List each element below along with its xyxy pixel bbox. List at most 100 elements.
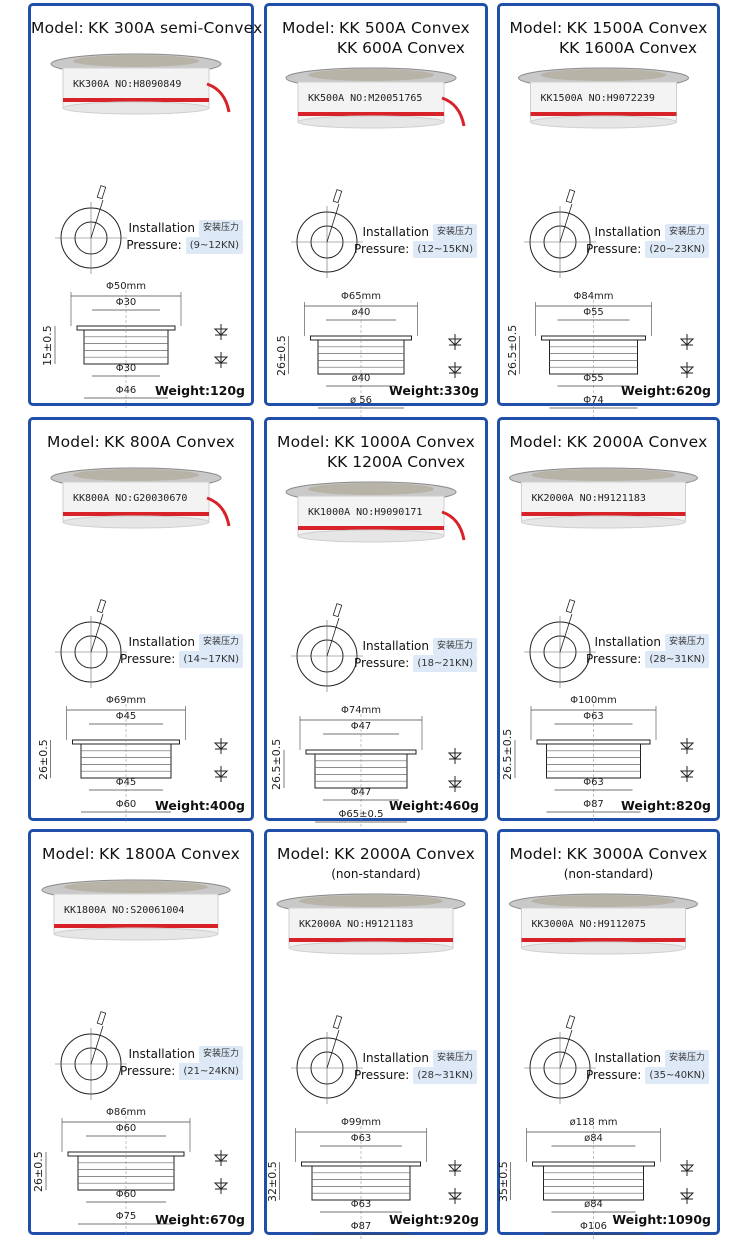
dimension-top-diameter: Φ45: [115, 711, 137, 722]
device-photo: KK2000A NO:H9121183: [509, 467, 698, 529]
weight-value: Weight:820g: [621, 798, 711, 813]
model-label: Model:: [509, 845, 563, 863]
device-photo: KK3000A NO:H9112075: [509, 893, 698, 955]
model-label: Model:: [42, 845, 95, 863]
weight-value: Weight:400g: [155, 798, 245, 813]
installation-label: Installation: [362, 1051, 429, 1065]
pressure-label: Pressure:: [120, 652, 176, 666]
installation-label: Installation: [362, 225, 429, 239]
dimension-height: 26.5±0.5: [501, 728, 514, 780]
device-photo: KK500A NO:M20051765: [285, 67, 466, 129]
model-title: Model:KK 1000A Convex: [267, 432, 485, 452]
model-name-alt: KK 600A Convex: [336, 39, 465, 57]
pressure-value: (12~15KN): [413, 241, 477, 258]
dimension-bottom-diameter: Φ30: [115, 363, 137, 374]
model-name-alt: KK 1200A Convex: [327, 453, 465, 471]
pressure-value: (9~12KN): [185, 237, 243, 254]
dimension-drawing: [45, 1116, 229, 1234]
thyristor-symbol-icon: [213, 1178, 229, 1194]
dimension-outer-diameter: Φ50mm: [105, 281, 147, 292]
device-photo: KK2000A NO:H9121183: [276, 893, 466, 955]
installation-label-cn: 安装压力: [432, 638, 477, 655]
dimension-drawing: [279, 1126, 463, 1239]
thyristor-symbol-icon: [213, 766, 229, 782]
thyristor-symbol-icon: [447, 362, 463, 378]
device-marking: KK300A NO:H8090849: [73, 79, 181, 90]
model-label: Model:: [277, 433, 330, 451]
model-title: Model:KK 500A Convex: [267, 18, 485, 38]
weight-value: Weight:620g: [621, 383, 711, 398]
pressure-label: Pressure:: [120, 1064, 176, 1078]
dimension-base-diameter: Φ106: [580, 1221, 607, 1232]
model-name: KK 2000A Convex: [333, 845, 475, 863]
model-title: Model:KK 2000A Convex: [267, 844, 485, 864]
device-marking: KK3000A NO:H9112075: [532, 919, 646, 930]
dimension-outer-diameter: Φ84mm: [573, 291, 614, 302]
pressure-label: Pressure:: [354, 1068, 410, 1082]
model-title: Model:KK 1500A Convex: [500, 18, 717, 38]
mounting-circle-diagram: [291, 1015, 363, 1104]
dimension-drawing: [288, 300, 463, 418]
pressure-value: (21~24KN): [179, 1063, 243, 1080]
weight-value: Weight:460g: [389, 798, 479, 813]
installation-label: Installation: [128, 635, 195, 649]
device-drawing: KK300A NO:H8090849: [50, 53, 231, 408]
device-drawing: KK2000A NO:H9121183: [276, 893, 466, 1239]
thyristor-symbol-icon: [679, 738, 695, 754]
thyristor-symbol-icon: [447, 1160, 463, 1176]
model-name: KK 800A Convex: [104, 433, 235, 451]
model-label: Model:: [47, 433, 101, 451]
device-drawing: KK1500A NO:H9072239: [518, 67, 695, 418]
dimension-height: 35±0.5: [496, 1161, 510, 1202]
model-name: KK 2000A Convex: [566, 433, 708, 451]
dimension-top-diameter: ø40: [351, 307, 371, 318]
dimension-outer-diameter: Φ86mm: [105, 1107, 147, 1118]
installation-label-cn: 安装压力: [198, 220, 243, 237]
dimension-top-diameter: Φ63: [583, 711, 604, 722]
device-drawing: KK500A NO:M20051765: [285, 67, 466, 418]
dimension-bottom-diameter: Φ63: [350, 1199, 372, 1210]
dimension-bottom-diameter: Φ45: [115, 777, 137, 788]
model-label: Model:: [282, 19, 336, 37]
dimension-drawing: [50, 704, 229, 822]
dimension-bottom-diameter: ø40: [351, 373, 371, 384]
pressure-label: Pressure:: [586, 652, 642, 666]
pressure-value: (28~31KN): [645, 651, 709, 668]
dimension-drawing: [510, 1126, 695, 1239]
thyristor-symbol-icon: [679, 1188, 695, 1204]
installation-label-cn: 安装压力: [198, 634, 243, 651]
thyristor-symbol-icon: [213, 1150, 229, 1166]
installation-label: Installation: [594, 225, 661, 239]
pressure-value: (35~40KN): [645, 1067, 709, 1084]
weight-value: Weight:120g: [155, 383, 245, 398]
dimension-bottom-diameter: Φ55: [583, 373, 604, 384]
installation-label: Installation: [594, 635, 661, 649]
dimension-height: 26.5±0.5: [270, 738, 283, 790]
installation-label: Installation: [362, 639, 429, 653]
mounting-circle-diagram: [524, 189, 596, 278]
dimension-bottom-diameter: Φ63: [583, 777, 604, 788]
device-drawing: KK1800A NO:S20061004: [41, 879, 231, 1234]
mounting-circle-diagram: [55, 599, 127, 688]
dimension-height: 26.5±0.5: [505, 324, 519, 376]
installation-label: Installation: [128, 1047, 195, 1061]
installation-label-cn: 安装压力: [432, 224, 477, 241]
dimension-outer-diameter: Φ65mm: [340, 291, 382, 302]
installation-label: Installation: [128, 221, 195, 235]
model-title: Model:KK 800A Convex: [31, 432, 251, 452]
model-name: KK 1000A Convex: [333, 433, 475, 451]
mounting-circle-diagram: [291, 603, 363, 692]
model-title: Model:KK 3000A Convex: [500, 844, 717, 864]
model-name: KK 1500A Convex: [566, 19, 708, 37]
model-note: (non-standard): [563, 867, 654, 881]
dimension-top-diameter: Φ63: [350, 1133, 372, 1144]
device-marking: KK1000A NO:H9090171: [308, 507, 422, 518]
